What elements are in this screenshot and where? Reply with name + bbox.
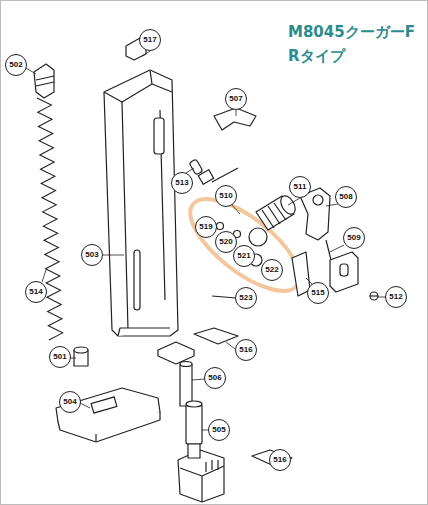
callout-number: 515	[307, 282, 329, 304]
pin	[212, 296, 236, 298]
cover-plate	[330, 252, 358, 292]
valve	[256, 193, 298, 230]
callout-number: 501	[49, 346, 71, 368]
callout-number: 521	[233, 245, 255, 267]
screw	[370, 292, 378, 300]
magazine-body	[104, 70, 178, 336]
gasket	[194, 328, 238, 344]
callout-number: 506	[204, 367, 226, 389]
o-ring	[249, 228, 267, 246]
callout-number: 522	[261, 259, 283, 281]
callout-number: 513	[171, 172, 193, 194]
title: M8045クーガーF Rタイプ	[288, 20, 420, 68]
callout-number: 514	[25, 281, 47, 303]
callout-number: 502	[5, 54, 27, 76]
o-ring	[217, 223, 224, 230]
callout-number: 510	[215, 185, 237, 207]
bolt	[189, 159, 238, 184]
callout-number: 505	[208, 419, 230, 441]
callout-number: 511	[289, 176, 311, 198]
follower	[34, 64, 54, 98]
spring	[37, 98, 63, 340]
callout-number: 509	[343, 227, 365, 249]
callout-number: 508	[335, 186, 357, 208]
valve-seat	[158, 342, 194, 406]
callout-number: 504	[59, 391, 81, 413]
callout-number: 503	[81, 244, 103, 266]
callout-number: 507	[225, 88, 247, 110]
callout-number: 523	[235, 287, 257, 309]
callout-number: 516	[269, 449, 291, 471]
callout-number: 517	[139, 29, 161, 51]
leader-lines	[26, 51, 386, 460]
plate-part	[214, 108, 256, 130]
release-valve	[178, 401, 224, 502]
base-plate	[56, 388, 160, 442]
callout-number: 519	[195, 216, 217, 238]
callout-number: 516	[235, 339, 257, 361]
callout-number: 512	[385, 286, 407, 308]
